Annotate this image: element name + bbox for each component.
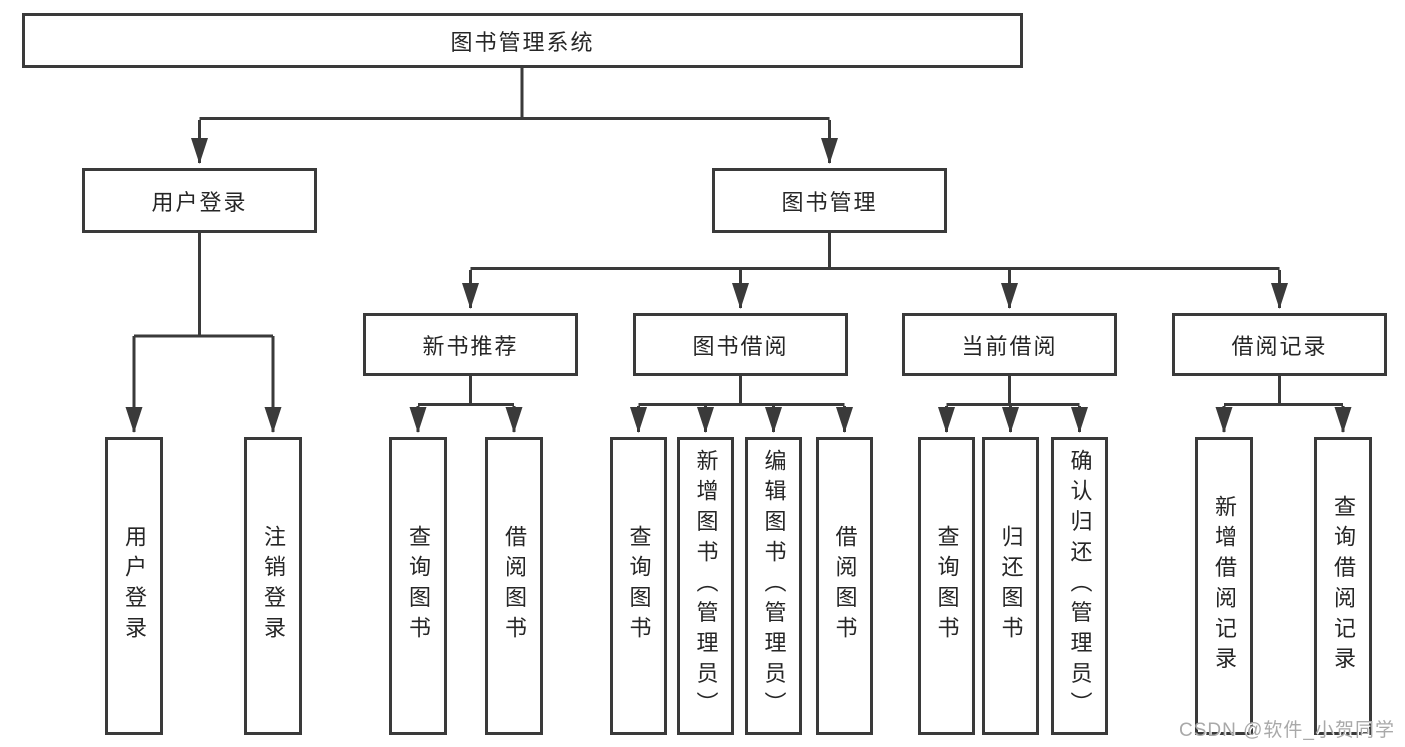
leaf-bb-edit-book: 编辑图书（管理员） — [745, 437, 802, 735]
leaf-nb-borrow-book: 借阅图书 — [485, 437, 543, 735]
node-root: 图书管理系统 — [22, 13, 1023, 68]
leaf-nb-query-book: 查询图书 — [389, 437, 447, 735]
node-book-borrow: 图书借阅 — [633, 313, 848, 376]
node-current-borrow: 当前借阅 — [902, 313, 1117, 376]
leaf-user-login: 用户登录 — [105, 437, 163, 735]
leaf-bb-query-book: 查询图书 — [610, 437, 667, 735]
node-book-management: 图书管理 — [712, 168, 947, 233]
leaf-br-add-record: 新增借阅记录 — [1195, 437, 1253, 735]
csdn-watermark: CSDN @软件_小贺同学 — [1179, 720, 1395, 741]
node-borrow-records: 借阅记录 — [1172, 313, 1387, 376]
leaf-cb-confirm-return: 确认归还（管理员） — [1051, 437, 1108, 735]
leaf-bb-borrow-book: 借阅图书 — [816, 437, 873, 735]
leaf-br-query-record: 查询借阅记录 — [1314, 437, 1372, 735]
leaf-bb-add-book: 新增图书（管理员） — [677, 437, 734, 735]
node-user-login: 用户登录 — [82, 168, 317, 233]
leaf-logout: 注销登录 — [244, 437, 302, 735]
leaf-cb-query-book: 查询图书 — [918, 437, 975, 735]
leaf-cb-return-book: 归还图书 — [982, 437, 1039, 735]
node-new-book-recommend: 新书推荐 — [363, 313, 578, 376]
